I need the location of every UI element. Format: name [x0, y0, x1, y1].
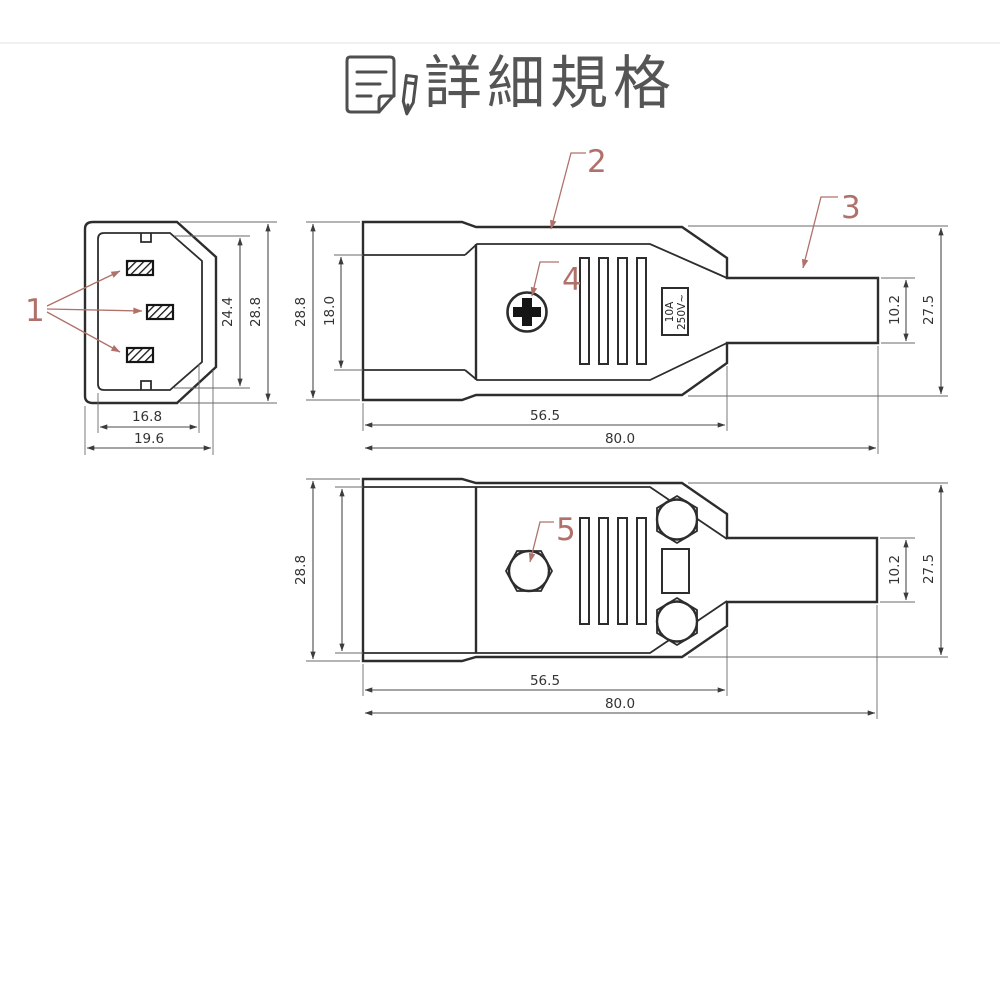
clamp-block — [661, 548, 690, 594]
front-view-dim-outer-height: 28.8 — [248, 297, 264, 327]
screw-head — [506, 291, 548, 333]
callout-clamp-nut: 5 — [528, 512, 576, 563]
bottom-side-view: 28.8 56.5 80.0 10.2 27.5 5 — [293, 477, 948, 719]
front-view-dim-outer-width: 19.6 — [134, 431, 164, 447]
bottom-view-face-top — [363, 486, 728, 540]
bottom-view-dim-body-length: 56.5 — [530, 673, 560, 689]
callout-cover: 2 — [550, 144, 607, 230]
top-view-extension-lines — [306, 221, 948, 454]
top-side-view: 10A 250V~ 28.8 18.0 56 — [293, 144, 948, 454]
clamp-nut-bottom — [655, 596, 699, 647]
front-view-extension-lines — [84, 221, 277, 455]
front-view-dim-inner-height: 24.4 — [220, 297, 236, 327]
pin-top — [125, 259, 155, 277]
bottom-view-dim-boot-width: 10.2 — [887, 555, 903, 585]
top-view-dim-body-length: 56.5 — [530, 408, 560, 424]
callout-screw: 4 — [530, 261, 582, 298]
screw-phillips-cross-icon — [513, 298, 541, 326]
callout-boot: 3 — [801, 190, 861, 269]
top-view-cover-face-top — [464, 243, 728, 279]
callout-pins: 1 — [25, 270, 143, 353]
callout-pins-number: 1 — [25, 293, 45, 329]
document-pen-icon — [345, 55, 418, 116]
bottom-view-dim-overall-length: 80.0 — [605, 696, 635, 712]
top-view-silhouette — [361, 220, 880, 402]
top-view-cover-face-bottom — [464, 342, 728, 381]
top-view-dim-outer-height: 28.8 — [293, 297, 309, 327]
bottom-view-vent-slots — [579, 517, 647, 625]
rating-label: 10A 250V~ — [664, 294, 688, 330]
bottom-view-silhouette — [361, 477, 879, 663]
callout-cover-number: 2 — [587, 144, 607, 180]
bottom-view-dim-outer-height: 28.8 — [293, 555, 309, 585]
assembly-nut — [504, 549, 554, 593]
rating-current: 10A — [664, 301, 676, 322]
front-view: 24.4 28.8 16.8 19.6 1 — [25, 220, 277, 455]
title-banner: 詳細規格 — [345, 49, 676, 117]
top-view-dim-opening-height: 18.0 — [322, 296, 338, 326]
callout-boot-number: 3 — [841, 190, 861, 226]
top-view-dim-boot-width: 10.2 — [887, 295, 903, 325]
front-view-top-notch — [140, 233, 152, 243]
top-view-dimension-lines — [310, 223, 944, 451]
bottom-view-dim-body-height: 27.5 — [921, 554, 937, 584]
top-view-dim-overall-length: 80.0 — [605, 431, 635, 447]
rating-label-box — [661, 287, 689, 336]
bottom-view-dimension-lines — [310, 480, 944, 716]
callout-screw-number: 4 — [562, 262, 582, 298]
front-view-outer-shell — [83, 220, 218, 405]
front-view-dim-inner-width: 16.8 — [132, 409, 162, 425]
callout-clamp-nut-number: 5 — [556, 512, 576, 548]
page-title: 詳細規格 — [424, 49, 676, 117]
pin-bottom — [125, 346, 155, 364]
front-view-inner-opening — [97, 232, 203, 391]
top-view-dim-body-height: 27.5 — [921, 295, 937, 325]
bottom-view-face-bottom — [363, 600, 728, 654]
rating-voltage: 250V~ — [676, 294, 688, 330]
clamp-nut-top — [655, 494, 699, 545]
top-view-vent-slots — [579, 257, 647, 365]
front-view-dimension-lines — [86, 223, 271, 451]
bottom-view-extension-lines — [306, 478, 948, 719]
pin-middle — [145, 303, 175, 321]
front-view-bottom-notch — [140, 380, 152, 390]
